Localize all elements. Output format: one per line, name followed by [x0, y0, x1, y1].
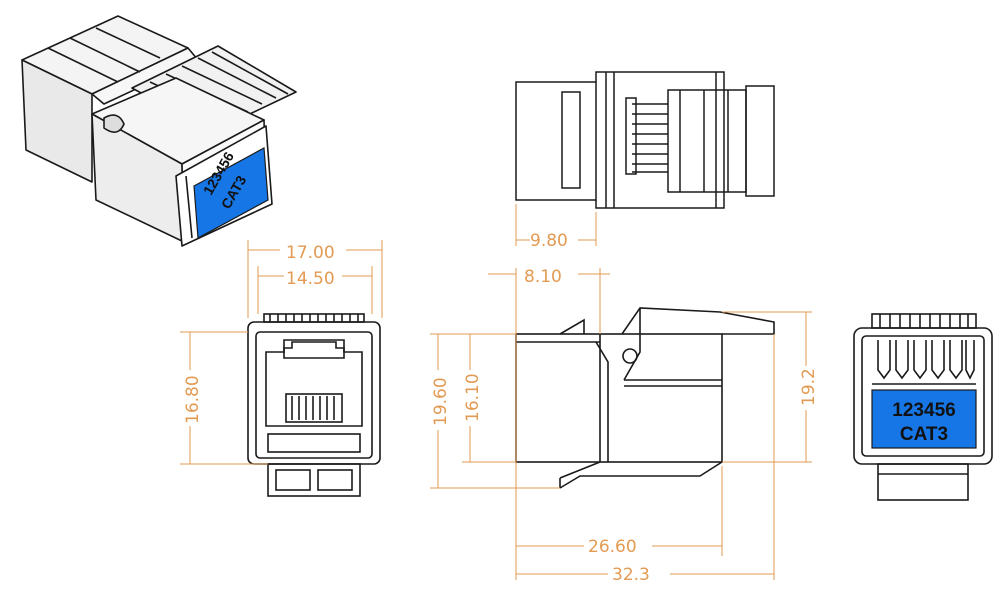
dim-height-side: 19.2	[799, 368, 819, 406]
front-view	[247, 313, 381, 497]
rear-label: 123456 CAT3	[871, 389, 977, 449]
side-view-dimensions	[430, 268, 812, 580]
isometric-view	[21, 15, 297, 247]
top-view	[515, 71, 775, 209]
dim-width-inner: 14.50	[286, 269, 335, 289]
front-view-dimensions	[180, 240, 383, 465]
dim-height-total: 19.60	[431, 377, 451, 426]
dim-latch-offset: 8.10	[524, 267, 562, 287]
isometric-label: 123456 CAT3	[193, 147, 269, 239]
dim-top-offset: 9.80	[530, 231, 568, 251]
side-view	[515, 307, 775, 489]
dim-height-body: 16.10	[463, 373, 483, 422]
rear-label-category: CAT3	[900, 424, 948, 445]
rear-label-number: 123456	[892, 400, 955, 421]
dim-height-front: 16.80	[183, 375, 203, 424]
rear-view	[853, 313, 993, 501]
top-view-dimension	[515, 204, 597, 246]
dim-width-outer: 17.00	[286, 243, 335, 263]
dim-length-total: 32.3	[612, 565, 650, 585]
dim-length-body: 26.60	[588, 537, 637, 557]
